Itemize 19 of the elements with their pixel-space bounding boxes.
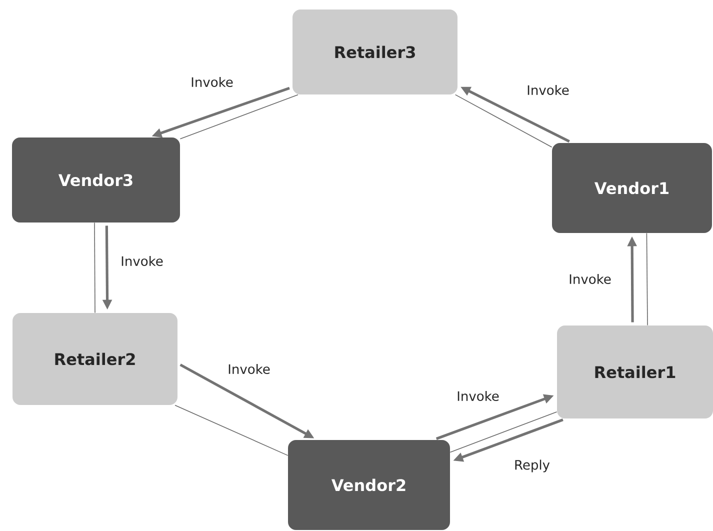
edge-label: Invoke <box>570 274 611 284</box>
connector-line <box>450 411 558 453</box>
vendor-box: Vendor1 <box>552 143 712 233</box>
edge-label: Reply <box>515 460 550 472</box>
retailer-box: Retailer2 <box>12 313 178 405</box>
edge-label: Invoke <box>528 84 569 96</box>
edge-label: Invoke <box>192 76 233 88</box>
connector-line <box>94 222 96 314</box>
vendor-box: Vendor2 <box>288 440 450 530</box>
edge-label: Invoke <box>458 390 499 402</box>
connector-line <box>174 404 288 456</box>
retailer-box: Retailer1 <box>557 326 713 418</box>
connector-line <box>180 94 298 140</box>
edge-label: Invoke <box>228 364 270 374</box>
connector-line <box>646 232 648 326</box>
vendor-box: Vendor3 <box>12 138 180 222</box>
retailer-box: Retailer3 <box>292 10 458 94</box>
edge-label: Invoke <box>122 256 163 266</box>
connector-line <box>454 94 552 148</box>
